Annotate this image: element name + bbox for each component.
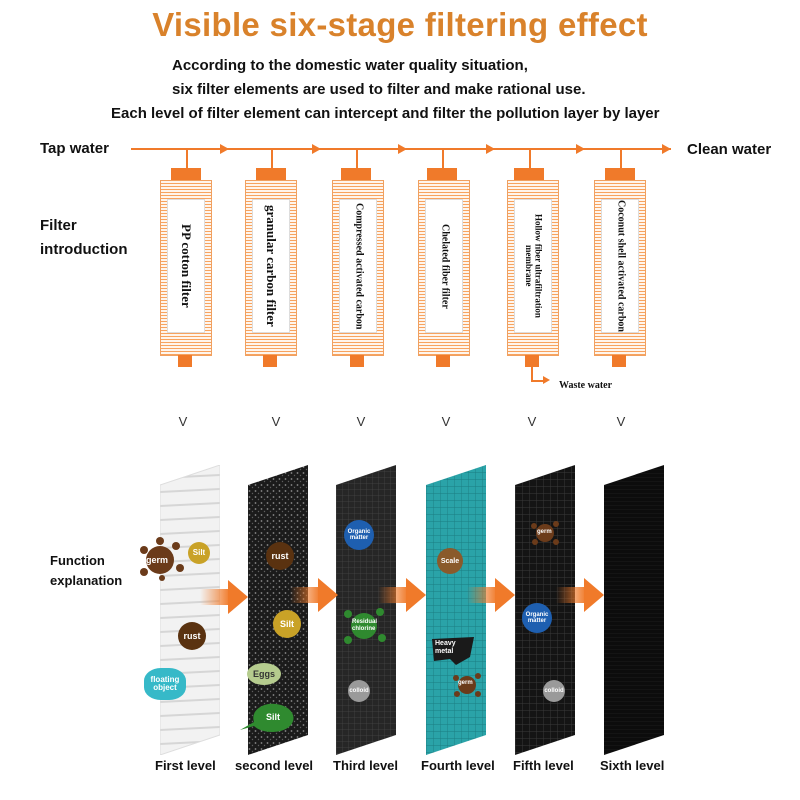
filter-name-3: Compressed activated carbon [353,202,365,330]
rust-badge: rust [266,542,294,570]
heavy-metal-icon [432,637,474,665]
step-marker: V [441,414,451,429]
germ-label: germ [146,555,169,565]
silt-blob-icon [240,703,294,732]
rust-badge: rust [178,622,206,650]
germ-label: germ [537,529,552,535]
level-label-5: Fifth level [513,758,574,773]
clean-water-label: Clean water [687,141,772,158]
germ-label: germ [458,680,473,686]
filter-intro-label-1: Filter [40,217,77,234]
step-marker: V [271,414,281,429]
organic-matter-badge: Organic matter [522,603,552,633]
silt-badge: Silt [273,610,301,638]
filter-name-6: Coconut shell activated carbon [615,200,627,332]
filter-name-4: Chelated fiber filter [439,223,451,309]
residual-chlorine-icon [344,608,386,644]
filter-panel-6 [604,465,664,755]
level-label-2: second level [235,758,314,773]
tap-water-label: Tap water [40,140,109,157]
step-marker: V [356,414,366,429]
filter-intro-label-2: introduction [40,241,128,258]
function-label-2: explanation [50,573,123,588]
flow-arrow-icon [200,580,248,614]
level-label-3: Third level [333,758,399,773]
intro-line-1: According to the domestic water quality … [172,57,528,74]
intro-line-2: six filter elements are used to filter a… [172,81,586,98]
level-label-4: Fourth level [421,758,495,773]
silt-badge: Silt [188,542,210,564]
waste-water-label: Waste water [559,380,613,391]
germ-icon [531,521,559,545]
flow-arrow-icon [556,578,604,612]
level-label-1: First level [155,758,216,773]
colloid-badge: colloid [543,680,565,702]
flow-arrow-icon [378,578,426,612]
intro-line-3: Each level of filter element can interce… [111,105,660,122]
page-title: Visible six-stage filtering effect [152,6,648,43]
colloid-badge: colloid [348,680,370,702]
germ-icon [453,673,481,697]
organic-matter-badge: Organic matter [344,520,374,550]
filter-name-2: granular carbon filter [263,205,279,327]
step-marker: V [616,414,626,429]
flow-arrow-icon [467,578,515,612]
residual-chlorine-label: Residual chlorine [352,619,378,632]
scale-badge: Scale [437,548,463,574]
filter-name-1: PP cotton filter [178,224,194,308]
germ-icon [140,537,184,581]
heavy-metal-label: Heavy metal [435,640,456,655]
silt-label: Silt [266,712,281,722]
level-label-6: Sixth level [600,758,665,773]
floating-object-badge: floating object [144,668,186,700]
step-marker: V [527,414,537,429]
function-label-1: Function [50,553,105,568]
filter-name-5: Hollow fiber ultrafiltration membrane [524,214,544,318]
step-marker: V [178,414,188,429]
flow-arrow-icon [290,578,338,612]
eggs-badge: Eggs [247,663,281,685]
